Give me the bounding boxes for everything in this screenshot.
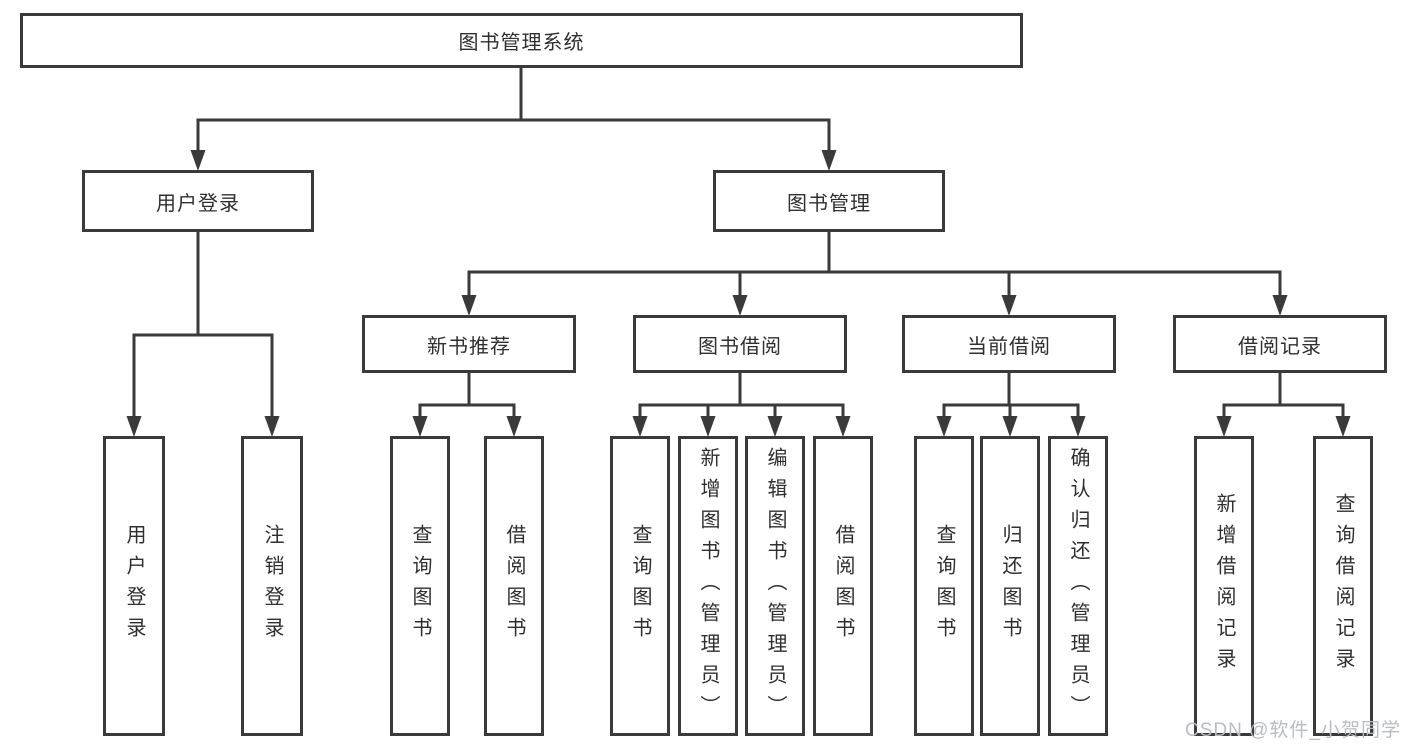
leaf-query-borrow-record: 查询借阅记录	[1313, 436, 1373, 736]
edge-current-borrow-to-leaves	[936, 373, 1086, 437]
leaf-new-book-query-books: 查询图书	[390, 436, 450, 736]
arrowhead	[767, 416, 783, 437]
leaf-current-query-books: 查询图书	[914, 436, 974, 736]
edge-user-login-to-leaves	[126, 232, 280, 437]
edge-root-to-level2	[190, 68, 837, 171]
node-current-borrowing: 当前借阅	[902, 315, 1116, 373]
leaf-logout: 注销登录	[241, 436, 303, 736]
node-book-borrowing: 图书借阅	[633, 315, 847, 373]
leaf-new-book-borrow-books: 借阅图书	[484, 436, 544, 736]
leaf-borrow-query-books: 查询图书	[610, 436, 670, 736]
leaf-borrow-books: 借阅图书	[813, 436, 873, 736]
leaf-add-borrow-record: 新增借阅记录	[1194, 436, 1254, 736]
edge-book-mgmt-to-level3	[461, 232, 1288, 316]
leaf-return-books: 归还图书	[980, 436, 1040, 736]
arrowhead	[732, 295, 748, 316]
node-user-login: 用户登录	[82, 170, 314, 232]
arrowhead	[412, 416, 428, 437]
edge-borrow-record-to-leaves	[1216, 373, 1351, 437]
node-library-management-system: 图书管理系统	[20, 13, 1023, 68]
leaf-add-books-admin: 新增图书（管理员）	[678, 436, 738, 736]
edge-book-borrow-to-leaves	[632, 373, 851, 437]
arrowhead	[1216, 416, 1232, 437]
arrowhead	[936, 416, 952, 437]
node-book-management: 图书管理	[713, 170, 945, 232]
arrowhead	[506, 416, 522, 437]
arrowhead	[1070, 416, 1086, 437]
arrowhead	[1335, 416, 1351, 437]
arrowhead	[821, 150, 837, 171]
arrowhead	[1002, 416, 1018, 437]
edge-new-book-to-leaves	[412, 373, 522, 437]
arrowhead	[1001, 295, 1017, 316]
arrowhead	[461, 295, 477, 316]
arrowhead	[126, 416, 142, 437]
leaf-confirm-return-admin: 确认归还（管理员）	[1048, 436, 1108, 736]
arrowhead	[632, 416, 648, 437]
arrowhead	[190, 150, 206, 171]
leaf-edit-books-admin: 编辑图书（管理员）	[745, 436, 805, 736]
arrowhead	[264, 416, 280, 437]
node-new-book-recommend: 新书推荐	[362, 315, 576, 373]
arrowhead	[1272, 295, 1288, 316]
node-borrowing-records: 借阅记录	[1173, 315, 1387, 373]
leaf-user-login: 用户登录	[103, 436, 165, 736]
arrowhead	[700, 416, 716, 437]
arrowhead	[835, 416, 851, 437]
